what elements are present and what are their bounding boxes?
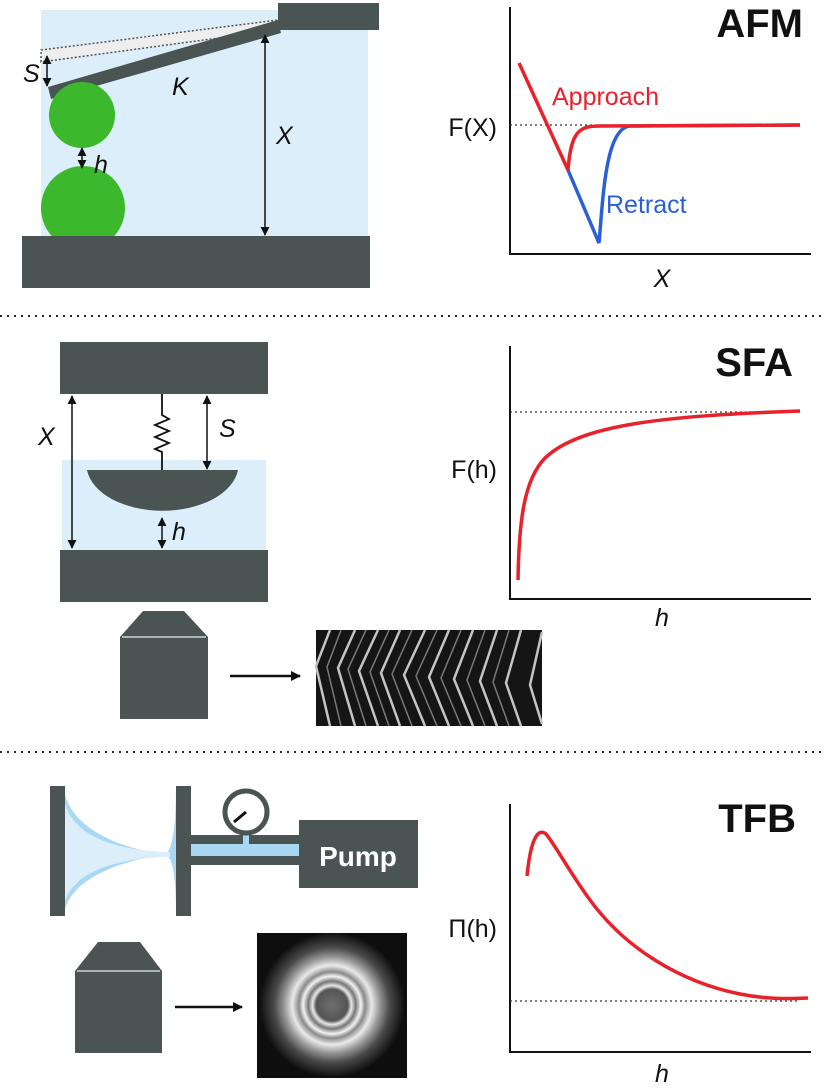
sfa-xlabel: h: [655, 604, 669, 632]
afm-ylabel: F(X): [448, 114, 497, 142]
sfa-top-block: [60, 342, 268, 394]
afm-retract-curve: [566, 123, 801, 244]
afm-panel: S K h X AFM F(X) X Approach Retract: [22, 2, 811, 293]
afm-surface-particle: [41, 166, 125, 250]
afm-approach-curve: [517, 62, 801, 171]
pump-box: [299, 820, 418, 888]
spring-icon: [152, 394, 172, 470]
sfa-force-curve: [516, 409, 801, 581]
microscope-icon: [120, 611, 208, 719]
afm-h-label: h: [94, 151, 108, 179]
pressure-gauge-icon: [222, 788, 270, 844]
afm-cantilever-holder: [278, 3, 379, 30]
afm-x-label: X: [275, 122, 294, 150]
tfb-title: TFB: [718, 797, 796, 841]
sfa-h-label: h: [172, 518, 186, 546]
tfb-xlabel: h: [655, 1060, 669, 1088]
tfb-panel: Pump TFB Π(h) h: [50, 786, 811, 1088]
afm-retract-label: Retract: [606, 191, 687, 219]
afm-k-label: K: [172, 73, 190, 101]
sfa-panel: X S h: [37, 341, 811, 727]
cantilever-icon: [48, 20, 281, 99]
sfa-bottom-block: [60, 550, 268, 602]
tfb-ylabel: Π(h): [448, 915, 497, 943]
microscope-icon: [75, 942, 162, 1053]
tfb-tube-bottom: [191, 856, 299, 865]
afm-approach-label: Approach: [552, 83, 659, 111]
sfa-chart: SFA F(h) h: [451, 341, 811, 632]
newton-rings-icon: [257, 933, 407, 1078]
afm-xlabel: X: [653, 265, 672, 293]
sfa-title: SFA: [715, 341, 793, 385]
tfb-right-wall: [176, 786, 191, 916]
sfa-axes: [509, 346, 811, 600]
sfa-x-label: X: [37, 423, 56, 451]
tfb-chart: TFB Π(h) h: [448, 797, 811, 1088]
afm-s-label: S: [23, 60, 40, 88]
sfa-s-label: S: [219, 415, 236, 443]
afm-substrate: [22, 236, 370, 288]
sfa-ylabel: F(h): [451, 456, 497, 484]
afm-axes: [509, 7, 811, 255]
tfb-film-inner: [64, 800, 170, 905]
afm-chart: AFM F(X) X Approach Retract: [448, 2, 811, 293]
tfb-left-wall: [50, 786, 65, 916]
sfa-lens: [87, 470, 238, 511]
pump-label: Pump: [319, 841, 397, 872]
afm-probe-particle: [49, 82, 115, 148]
interference-fringes-icon: [314, 629, 544, 727]
afm-title: AFM: [716, 2, 803, 46]
tfb-axes: [509, 804, 811, 1053]
tfb-tube-liquid: [191, 844, 299, 856]
tfb-pressure-curve: [525, 830, 809, 1001]
